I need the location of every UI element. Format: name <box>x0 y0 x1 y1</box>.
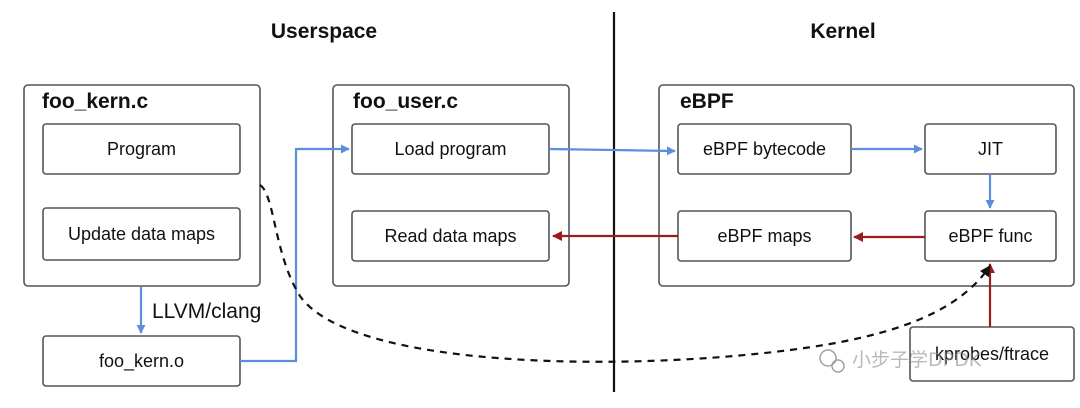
jit-label: JIT <box>978 139 1003 159</box>
foo-kern-title: foo_kern.c <box>42 90 149 113</box>
foo-user-title: foo_user.c <box>353 90 458 113</box>
ebpf-title: eBPF <box>680 90 734 113</box>
ebpf-bytecode-label: eBPF bytecode <box>703 139 826 159</box>
wechat-icon-small <box>831 359 845 373</box>
update-data-maps-label: Update data maps <box>68 224 215 244</box>
ebpf-maps-label: eBPF maps <box>717 226 811 246</box>
program-box <box>42 123 241 175</box>
kernel-heading: Kernel <box>810 20 875 43</box>
load-to-bytecode-arrow <box>548 146 676 156</box>
ebpf-func-label: eBPF func <box>948 226 1032 246</box>
attach-program-dashed-arrow <box>259 184 991 363</box>
update-data-maps-box <box>42 207 241 261</box>
read-data-maps-label: Read data maps <box>384 226 516 246</box>
kprobes-ftrace-box <box>909 326 1075 382</box>
watermark: 小步子学DPDK <box>819 349 982 373</box>
load-program-label: Load program <box>394 139 506 159</box>
program-label: Program <box>107 139 176 159</box>
foo-kern-o-label: foo_kern.o <box>99 351 184 372</box>
object-to-loader-arrow <box>240 144 350 363</box>
wechat-icon <box>819 349 837 367</box>
watermark-text: 小步子学DPDK <box>852 349 982 371</box>
read-data-maps-box <box>351 210 550 262</box>
llvm-clang-label: LLVM/clang <box>152 300 261 323</box>
userspace-heading: Userspace <box>271 20 377 43</box>
kprobes-ftrace-label: kprobes/ftrace <box>935 344 1049 364</box>
